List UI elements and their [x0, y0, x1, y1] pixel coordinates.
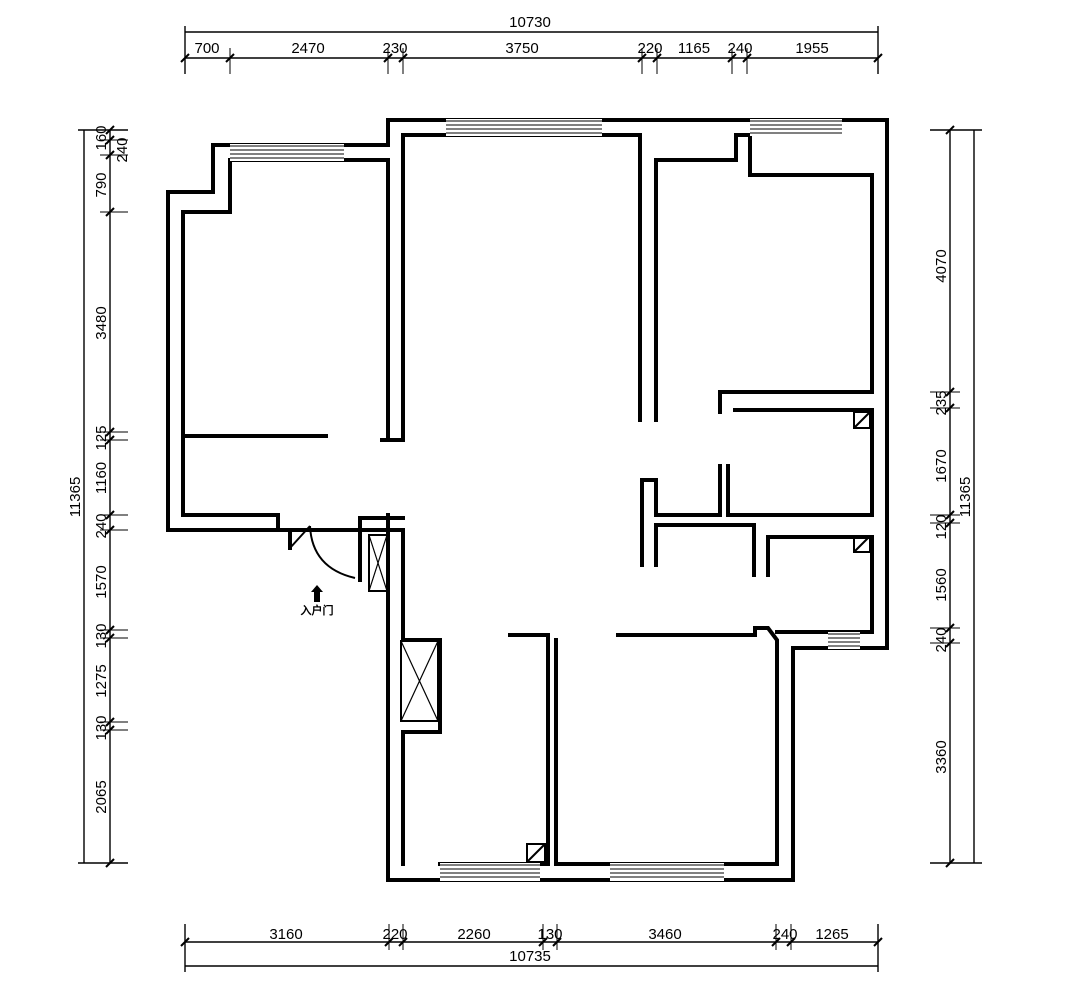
bedroom-partition	[166, 158, 405, 532]
walls	[166, 118, 889, 882]
top-dimension: 3750	[505, 40, 538, 57]
top-dimension: 1165	[678, 40, 710, 57]
window	[440, 863, 540, 881]
right-dimension: 240	[933, 627, 950, 652]
left-dimension: 1275	[93, 664, 110, 697]
top-dimension: 230	[382, 40, 407, 57]
top-dimension: 220	[637, 40, 662, 57]
bottom-total-dimension: 10735	[509, 948, 551, 965]
window	[828, 632, 860, 649]
outer-wall	[166, 118, 889, 882]
left-dimension: 2065	[93, 780, 110, 813]
shaft	[400, 640, 439, 722]
bottom-dimension-group: 3160 220 2260 130 3460 240 1265 10735	[180, 924, 883, 972]
watermark: 住小帮@银川九鼎装饰	[22, 959, 142, 973]
right-dimension: 4070	[933, 249, 950, 282]
window	[610, 863, 724, 881]
left-dimension: 240	[93, 513, 110, 538]
left-dimension-group: 11365 160 240 790 3480 125 1160 240 1570…	[67, 125, 131, 868]
entrance-door	[289, 525, 356, 579]
flue	[853, 535, 871, 553]
door-frame-right	[288, 516, 405, 582]
right-total-dimension: 11365	[957, 477, 974, 518]
left-dimension: 790	[93, 172, 110, 197]
left-dimension: 125	[93, 425, 110, 450]
bottom-dimension: 240	[772, 926, 797, 943]
right-dimension: 1670	[933, 449, 950, 482]
bottom-dimension: 3160	[269, 926, 302, 943]
right-dimension-group: 4070 235 1670 120 1560 240 3360 11365	[930, 125, 982, 868]
left-dimension: 240	[114, 137, 131, 162]
top-dimension: 2470	[291, 40, 324, 57]
bottom-dimension: 130	[537, 926, 562, 943]
bottom-dimension: 1265	[815, 926, 848, 943]
flue	[853, 411, 871, 429]
entrance-arrow-icon	[311, 585, 323, 602]
left-dimension: 160	[93, 125, 110, 150]
shafts	[368, 411, 871, 863]
bottom-dimension: 2260	[457, 926, 490, 943]
windows	[230, 119, 860, 881]
inner-outer-wall	[181, 158, 390, 517]
top-wall-inner	[401, 133, 874, 438]
top-dimension: 700	[194, 40, 219, 57]
left-dimension: 3480	[93, 306, 110, 339]
top-dimension: 1955	[795, 40, 828, 57]
right-dimension: 1560	[933, 568, 950, 601]
right-wall-inner	[640, 408, 874, 634]
living-bottom-wall	[386, 513, 779, 866]
left-dimension: 1160	[93, 462, 110, 494]
bottom-dimension: 3460	[648, 926, 681, 943]
window	[230, 144, 344, 161]
shaft	[368, 534, 388, 592]
left-dimension: 130	[93, 623, 110, 648]
left-dimension: 130	[93, 715, 110, 740]
left-dimension: 1570	[93, 565, 110, 598]
window	[446, 119, 602, 136]
top-total-dimension: 10730	[509, 14, 551, 31]
top-dimension: 240	[727, 40, 752, 57]
top-dimension-group: 10730 700 2470 230 3750 220 1165 240 195…	[180, 14, 883, 74]
right-dimension: 3360	[933, 740, 950, 773]
entrance-label: 入户门	[301, 603, 334, 617]
right-dimension: 120	[933, 514, 950, 539]
window	[750, 119, 842, 136]
left-total-dimension: 11365	[67, 477, 84, 518]
right-dimension: 235	[933, 390, 950, 415]
bottom-dimension: 220	[382, 926, 407, 943]
flue	[526, 843, 546, 863]
